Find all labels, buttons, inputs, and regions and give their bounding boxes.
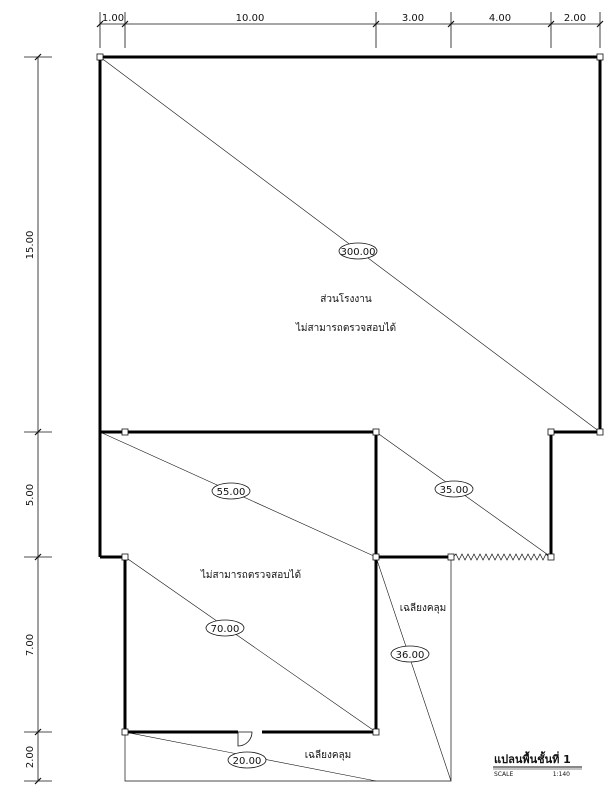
left-dimension-line: [24, 53, 52, 785]
factory-note: ไม่สามารถตรวจสอบได้: [295, 322, 396, 334]
left-dim-2: 2.00: [25, 746, 36, 768]
left-dim-7: 7.00: [25, 634, 36, 656]
area-ellipse-lean-to-right: [390, 645, 430, 663]
area-diagonals: [99, 56, 601, 782]
area-ellipse-factory: [338, 242, 378, 260]
thick-walls: [98, 55, 602, 734]
factory-name: ส่วนโรงงาน: [320, 292, 372, 305]
area-label-room-b: 35.00: [440, 485, 469, 496]
top-dim-10: 10.00: [236, 13, 265, 24]
area-ellipse-room-c: [205, 619, 245, 637]
scale-label: SCALE: [494, 771, 513, 778]
area-ellipse-room-a: [211, 482, 251, 500]
top-dimension-line: [96, 12, 604, 48]
area-label-lean-to-bottom: 20.00: [233, 756, 262, 767]
zigzag-wall: [452, 553, 550, 561]
area-label-room-a: 55.00: [217, 487, 246, 498]
top-dim-2: 2.00: [564, 13, 586, 24]
left-dim-5: 5.00: [25, 484, 36, 506]
scale-value: 1:140: [553, 771, 570, 778]
top-dim-4: 4.00: [489, 13, 511, 24]
left-dim-15: 15.00: [25, 231, 36, 260]
room-c-note: ไม่สามารถตรวจสอบได้: [200, 569, 301, 581]
plan-title: แปลนพื้นชั้นที่ 1: [494, 751, 571, 766]
top-dim-3: 3.00: [402, 13, 424, 24]
lean-to-bottom-label: เฉลียงคลุม: [305, 749, 352, 761]
area-ellipse-lean-to-bottom: [227, 751, 267, 769]
area-label-lean-to-right: 36.00: [396, 650, 425, 661]
area-label-room-c: 70.00: [211, 624, 240, 635]
area-ellipse-room-b: [434, 480, 474, 498]
column-markers: [96, 53, 604, 736]
lean-to-outlines: [124, 557, 452, 782]
door-swing: [237, 731, 253, 747]
area-label-factory: 300.00: [341, 247, 376, 258]
top-dim-1: 1.00: [102, 13, 124, 24]
lean-to-right-label: เฉลียงคลุม: [400, 602, 447, 614]
